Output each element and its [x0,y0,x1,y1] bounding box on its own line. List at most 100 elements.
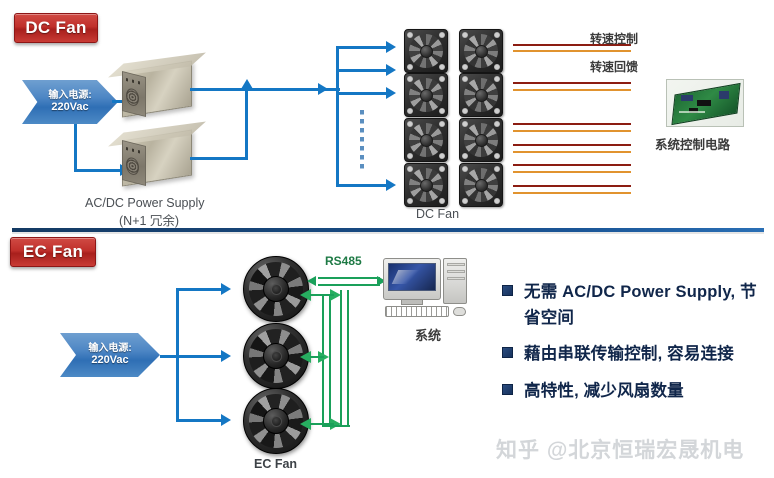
psu-unit-lower [108,121,206,187]
wire-dc-branch-3 [336,92,390,95]
rs485-node-link-fan2 [310,356,324,358]
power-input-arrow-dc: 输入电源: 220Vac [22,80,118,124]
benefit-text-2: 藉由串联传输控制, 容易连接 [524,345,734,364]
watermark: 知乎 @北京恒瑞宏晟机电 [496,439,745,462]
arrow-dc-branch-1 [386,41,396,53]
dc-fan-r2c2 [459,73,503,117]
arrow-dc-branch-4 [386,179,396,191]
wire-psu2-out [190,157,248,160]
rs485-node-link-fan3 [310,423,334,425]
arrow-psu-merge-up [241,79,253,89]
dc-fan-r1c2 [459,29,503,73]
wire-ec-branch-2 [176,355,224,358]
signal-control-1 [513,44,631,46]
dc-fan-r1c1 [404,29,448,73]
section-divider [12,228,764,232]
wire-dc-main-bus [245,88,340,91]
ec-benefit-list: 无需 AC/DC Power Supply, 节省空间 藉由串联传输控制, 容易… [502,280,764,415]
ec-fan-label: EC Fan [254,457,298,471]
signal-label-feedback: 转速回馈 [590,60,639,74]
signal-control-3 [513,123,631,125]
dc-fan-r3c2 [459,118,503,162]
rs485-arrow-to-fan [307,276,316,286]
ec-fan-3 [243,388,309,454]
signal-control-5 [513,164,631,166]
rs485-chain-bottom [322,425,350,427]
arrow-dc-branch-3 [386,87,396,99]
rs485-chain-right-2 [347,290,349,426]
dc-fan-r4c1 [404,163,448,207]
benefit-text-3: 高特性, 减少风扇数量 [524,381,684,400]
wire-dc-branch-1 [336,46,390,49]
bullet-square-icon [502,347,513,359]
pc-label: 系统 [415,328,442,343]
rs485-node-arrow-fan3-r [330,418,341,430]
wire-psu1-out [190,88,248,91]
wire-psu-merge-vertical [245,88,248,160]
section-badge-dc-fan: DC Fan [14,13,98,43]
benefit-item-2: 藉由串联传输控制, 容易连接 [502,342,764,368]
wire-ec-branch-1 [176,288,224,291]
wire-dc-branch-ellipsis [360,110,364,172]
wire-dc-input-down [74,124,77,172]
benefit-item-1: 无需 AC/DC Power Supply, 节省空间 [502,280,764,331]
power-input-label-line1: 输入电源: [48,89,92,101]
dc-fan-r3c1 [404,118,448,162]
wire-ec-branch-3 [176,419,224,422]
wire-dc-branch-2 [336,69,390,72]
arrow-ec-branch-1 [221,283,231,295]
dc-fan-r2c1 [404,73,448,117]
section-divider-shadow [12,232,764,234]
bullet-square-icon [502,383,513,395]
rs485-chain-right [340,290,342,426]
arrow-ec-branch-2 [221,350,231,362]
signal-feedback-2 [513,89,631,91]
pcb-label: 系统控制电路 [655,138,731,152]
rs485-label: RS485 [325,254,362,268]
signal-feedback-1 [513,50,631,52]
arrow-dc-branch-2 [386,64,396,76]
dc-fan-array-label: DC Fan [416,207,460,221]
rs485-node-link-fan1 [310,294,334,296]
system-computer [383,258,471,320]
power-input-arrow-ec: 输入电源: 220Vac [60,333,160,377]
system-control-pcb [666,79,744,127]
wire-dc-input-right [74,169,122,172]
signal-control-4 [513,144,631,146]
rs485-node-arrow-fan1-r [330,289,341,301]
benefit-item-3: 高特性, 减少风扇数量 [502,379,764,405]
signal-feedback-6 [513,192,631,194]
bullet-square-icon [502,285,513,296]
rs485-node-arrow-fan2-l [300,351,311,363]
arrow-dc-bus-right [318,83,328,95]
rs485-chain-left-2 [329,296,331,426]
wire-dc-branch-4 [336,184,390,187]
benefit-text-1: 无需 AC/DC Power Supply, 节省空间 [524,283,757,327]
signal-feedback-3 [513,130,631,132]
wire-ec-distribution-spine [176,288,179,421]
psu-label-line1: AC/DC Power Supply [85,196,205,210]
wire-ec-input-to-spine [160,355,178,358]
wire-dc-input-to-psu1 [112,100,128,103]
power-input-ec-label-line2: 220Vac [91,354,129,367]
signal-feedback-4 [513,151,631,153]
power-input-ec-label-line1: 输入电源: [88,342,132,354]
section-badge-ec-fan: EC Fan [10,237,96,267]
rs485-node-arrow-fan1-l [300,289,311,301]
rs485-bus-top [318,277,380,279]
ec-fan-2 [243,323,309,389]
signal-control-2 [513,82,631,84]
signal-feedback-5 [513,171,631,173]
ec-fan-1 [243,256,309,322]
dc-fan-r4c2 [459,163,503,207]
rs485-node-arrow-fan3-l [300,418,311,430]
power-input-label-line2: 220Vac [51,101,89,114]
wire-dc-distribution-spine [336,46,339,187]
rs485-arrow-to-pc [377,276,386,286]
rs485-bus-top-2 [318,284,380,286]
signal-control-6 [513,185,631,187]
psu-label-line2: (N+1 冗余) [119,214,180,228]
signal-label-control: 转速控制 [590,32,639,46]
arrow-ec-branch-3 [221,414,231,426]
